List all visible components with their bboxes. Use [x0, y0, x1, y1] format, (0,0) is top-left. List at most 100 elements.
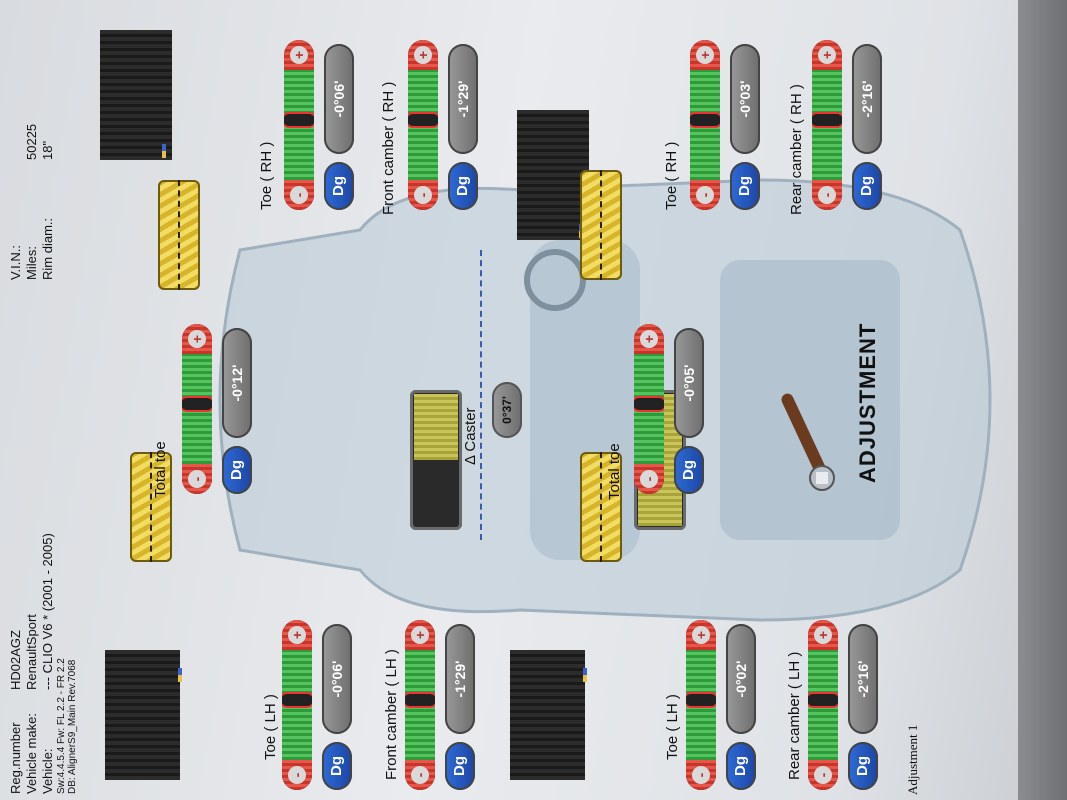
- total-toe-rear-value: -0°05': [674, 328, 704, 438]
- minus-sign: -: [814, 766, 832, 784]
- caster-bar-lh: [410, 390, 462, 530]
- tire-tag-icon: [162, 144, 166, 158]
- camber-rh-rear-value: -2°16': [852, 44, 882, 154]
- plus-sign: +: [288, 626, 306, 644]
- dg-button[interactable]: Dg: [674, 446, 704, 494]
- camber-rh-front-value: -1°29': [448, 44, 478, 154]
- wheel-rh-front: [158, 180, 200, 290]
- dg-button[interactable]: Dg: [324, 162, 354, 210]
- dg-button[interactable]: Dg: [848, 742, 878, 790]
- toe-lh-rear-value: -0°02': [726, 624, 756, 734]
- minus-sign: -: [411, 766, 429, 784]
- reg-value: HD02AGZ: [8, 630, 23, 690]
- wheel-rh-rear: [580, 170, 622, 280]
- needle-marker: [405, 692, 435, 708]
- plus-sign: +: [411, 626, 429, 644]
- table-surface: [1018, 0, 1067, 800]
- camber-lh-rear-gauge: - + Dg -2°16': [808, 620, 894, 790]
- camber-lh-rear-label: Rear camber ( LH ): [786, 651, 803, 780]
- dg-button[interactable]: Dg: [448, 162, 478, 210]
- toe-rh-front-value: -0°06': [324, 44, 354, 154]
- plus-sign: +: [188, 330, 206, 348]
- total-toe-rear-gauge: - + Dg -0°05': [634, 324, 720, 494]
- camber-lh-front-gauge: - + Dg -1°29': [405, 620, 491, 790]
- minus-sign: -: [188, 470, 206, 488]
- rim-value: 18": [40, 140, 55, 160]
- make-label: Vehicle make:: [24, 713, 39, 794]
- needle-marker: [282, 692, 312, 708]
- plus-sign: +: [818, 46, 836, 64]
- plus-sign: +: [692, 626, 710, 644]
- camber-rh-rear-gauge: - + Dg -2°16': [812, 40, 898, 210]
- vin-label: V.I.N.:: [8, 245, 23, 280]
- toe-lh-front-label: Toe ( LH ): [262, 694, 279, 760]
- tire-icon-lh-rear: [510, 650, 585, 780]
- camber-rh-front-gauge: - + Dg -1°29': [408, 40, 494, 210]
- software-line: Sw:4.4.5.4 Fw: FL 2.2 - FR 2.2: [56, 658, 67, 794]
- toe-rh-rear-gauge: - + Dg -0°03': [690, 40, 776, 210]
- tire-tag-icon: [178, 668, 182, 682]
- plus-sign: +: [814, 626, 832, 644]
- needle-marker: [182, 396, 212, 412]
- mode-title: ADJUSTMENT: [855, 322, 880, 483]
- toe-rh-rear-value: -0°03': [730, 44, 760, 154]
- tire-icon-rh-rear: [517, 110, 589, 240]
- dg-button[interactable]: Dg: [222, 446, 252, 494]
- camber-rh-rear-label: Rear camber ( RH ): [788, 84, 805, 215]
- wrench-icon: [781, 393, 835, 491]
- caster-value: 0°37': [492, 382, 522, 438]
- caster-axis: [480, 250, 482, 540]
- toe-lh-front-gauge: - + Dg -0°06': [282, 620, 368, 790]
- needle-marker: [690, 112, 720, 128]
- camber-lh-front-label: Front camber ( LH ): [383, 649, 400, 780]
- needle-marker: [284, 112, 314, 128]
- dg-button[interactable]: Dg: [726, 742, 756, 790]
- needle-marker: [408, 112, 438, 128]
- minus-sign: -: [696, 186, 714, 204]
- dg-button[interactable]: Dg: [445, 742, 475, 790]
- dg-button[interactable]: Dg: [730, 162, 760, 210]
- needle-marker: [808, 692, 838, 708]
- dg-button[interactable]: Dg: [322, 742, 352, 790]
- footer-label: Adjustment 1: [905, 724, 920, 795]
- database-line: DB: AlignerS9_Main Rev.7068: [67, 659, 78, 794]
- minus-sign: -: [414, 186, 432, 204]
- needle-marker: [812, 112, 842, 128]
- minus-sign: -: [818, 186, 836, 204]
- tire-tag-icon: [583, 668, 587, 682]
- miles-label: Miles:: [24, 246, 39, 280]
- toe-rh-rear-label: Toe ( RH ): [663, 141, 680, 210]
- rim-label: Rim diam.:: [40, 217, 55, 280]
- total-toe-rear-label: Total toe: [606, 443, 623, 500]
- minus-sign: -: [290, 186, 308, 204]
- toe-rh-front-label: Toe ( RH ): [258, 141, 275, 210]
- miles-value: 50225: [24, 123, 39, 160]
- camber-lh-front-value: -1°29': [445, 624, 475, 734]
- tire-icon-rh-front: [100, 30, 172, 160]
- camber-lh-rear-value: -2°16': [848, 624, 878, 734]
- minus-sign: -: [640, 470, 658, 488]
- needle-marker: [686, 692, 716, 708]
- camber-rh-front-label: Front camber ( RH ): [380, 81, 397, 215]
- toe-rh-front-gauge: - + Dg -0°06': [284, 40, 370, 210]
- reg-label: Reg.number: [8, 722, 23, 794]
- toe-lh-rear-gauge: - + Dg -0°02': [686, 620, 772, 790]
- make-value: RenaultSport: [24, 614, 39, 690]
- minus-sign: -: [288, 766, 306, 784]
- total-toe-front-value: -0°12': [222, 328, 252, 438]
- needle-marker: [634, 396, 664, 412]
- plus-sign: +: [640, 330, 658, 348]
- vehicle-label: Vehicle:: [40, 748, 55, 794]
- toe-scale: - +: [282, 620, 312, 790]
- tire-icon-lh-front: [105, 650, 180, 780]
- total-toe-front-gauge: - + Dg -0°12': [182, 324, 268, 494]
- toe-lh-rear-label: Toe ( LH ): [664, 694, 681, 760]
- plus-sign: +: [290, 46, 308, 64]
- total-toe-front-label: Total toe: [152, 441, 169, 498]
- dg-button[interactable]: Dg: [852, 162, 882, 210]
- toe-lh-front-value: -0°06': [322, 624, 352, 734]
- caster-label: Δ Caster: [462, 407, 479, 465]
- minus-sign: -: [692, 766, 710, 784]
